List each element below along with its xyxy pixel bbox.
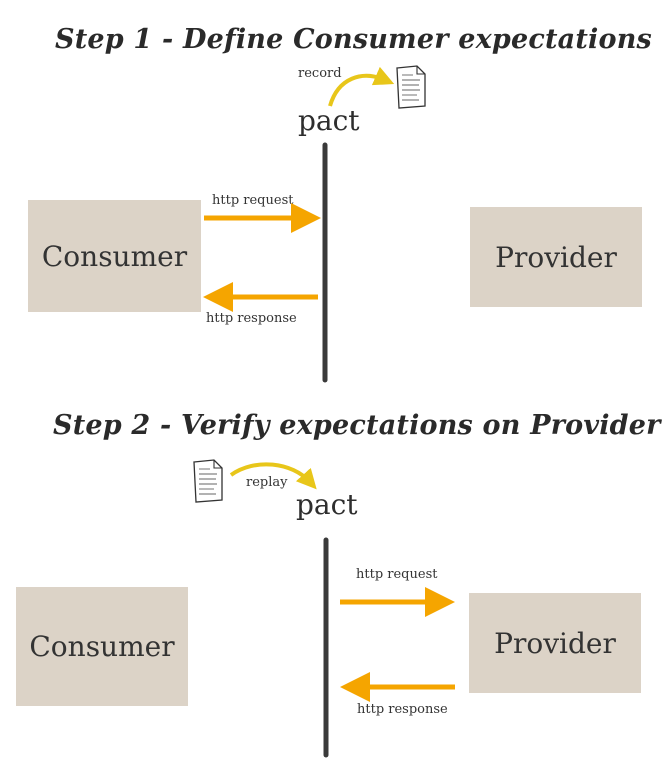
step2-provider-label: Provider (494, 626, 616, 660)
step2-response-label: http response (357, 702, 448, 717)
record-label: record (298, 66, 342, 81)
step1-document-icon (396, 65, 426, 109)
step1-pact-label: pact (298, 104, 360, 137)
step1-request-label: http request (212, 193, 294, 208)
record-arrow-icon (328, 66, 395, 107)
step2-provider-box: Provider (469, 593, 641, 693)
step2-request-label: http request (356, 567, 438, 582)
step2-consumer-box: Consumer (16, 587, 188, 706)
step2-document-icon (193, 459, 223, 503)
step1-provider-box: Provider (470, 207, 642, 307)
step1-provider-label: Provider (495, 240, 617, 274)
step1-title: Step 1 - Define Consumer expectations (55, 24, 652, 55)
step1-response-label: http response (206, 311, 297, 326)
step2-title: Step 2 - Verify expectations on Provider (53, 410, 661, 441)
step2-consumer-label: Consumer (29, 630, 175, 663)
step1-consumer-box: Consumer (28, 200, 201, 312)
replay-label: replay (246, 475, 288, 490)
replay-arrow-icon (229, 462, 317, 490)
step2-pact-label: pact (296, 488, 358, 521)
step1-consumer-label: Consumer (41, 239, 188, 273)
